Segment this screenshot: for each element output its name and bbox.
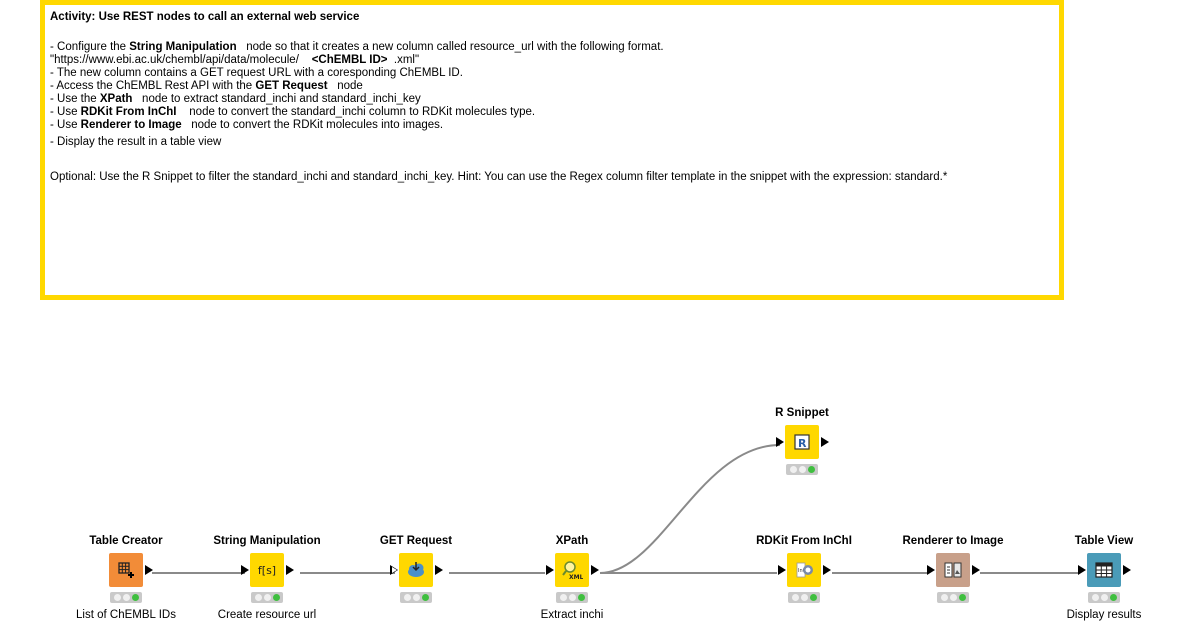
svg-text:XML: XML	[569, 574, 583, 581]
node-rdkit-from-inchi[interactable]: RDKit From InChI InChI	[744, 535, 864, 609]
node-status	[400, 592, 432, 603]
annotation-line: - Configure the String Manipulation node…	[50, 41, 664, 53]
node-title: Table View	[1074, 535, 1134, 547]
annotation-line: - Display the result in a table view	[50, 136, 222, 148]
node-renderer-to-image[interactable]: Renderer to Image	[893, 535, 1013, 609]
node-title: String Manipulation	[213, 535, 321, 547]
node-status	[788, 592, 820, 603]
node-title: Renderer to Image	[902, 535, 1004, 547]
node-table-creator[interactable]: Table Creator List of ChEMBL IDs	[66, 535, 186, 621]
output-port[interactable]	[972, 565, 980, 575]
node-title: XPath	[555, 535, 589, 547]
node-status	[937, 592, 969, 603]
table-icon[interactable]	[1087, 553, 1121, 587]
node-title: Table Creator	[89, 535, 163, 547]
node-status	[110, 592, 142, 603]
xml-search-icon[interactable]: XML	[555, 553, 589, 587]
node-title: R Snippet	[775, 407, 829, 419]
node-status	[251, 592, 283, 603]
annotation-line: Optional: Use the R Snippet to filter th…	[50, 171, 948, 183]
image-render-icon[interactable]	[936, 553, 970, 587]
input-port[interactable]	[241, 565, 249, 575]
node-label[interactable]: Display results	[1066, 609, 1142, 621]
output-port[interactable]	[1123, 565, 1131, 575]
annotation-line: "https://www.ebi.ac.uk/chembl/api/data/m…	[50, 54, 420, 66]
output-port[interactable]	[591, 565, 599, 575]
input-port[interactable]	[1078, 565, 1086, 575]
node-status	[786, 464, 818, 475]
node-label[interactable]: List of ChEMBL IDs	[76, 609, 176, 621]
node-table-view[interactable]: Table View Display results	[1044, 535, 1164, 621]
cloud-download-icon[interactable]	[399, 553, 433, 587]
node-string-manipulation[interactable]: String Manipulation f[s] Create resource…	[207, 535, 327, 621]
input-port[interactable]	[546, 565, 554, 575]
node-status	[1088, 592, 1120, 603]
node-get-request[interactable]: GET Request	[356, 535, 476, 609]
node-label[interactable]: Extract inchi	[540, 609, 604, 621]
function-icon[interactable]: f[s]	[250, 553, 284, 587]
node-title: GET Request	[379, 535, 453, 547]
node-xpath[interactable]: XPath XML Extract inchi	[512, 535, 632, 621]
output-port[interactable]	[286, 565, 294, 575]
annotation-title: Activity: Use REST nodes to call an exte…	[50, 11, 360, 23]
input-port[interactable]	[927, 565, 935, 575]
annotation-line: - Use RDKit From InChI node to convert t…	[50, 106, 536, 118]
node-status	[556, 592, 588, 603]
inchi-icon[interactable]: InChI	[787, 553, 821, 587]
annotation-line: - The new column contains a GET request …	[50, 67, 463, 79]
table-plus-icon[interactable]	[109, 553, 143, 587]
node-title: RDKit From InChI	[756, 535, 852, 547]
r-icon[interactable]: R	[785, 425, 819, 459]
node-label[interactable]: Create resource url	[217, 609, 317, 621]
output-port[interactable]	[821, 437, 829, 447]
input-port[interactable]	[776, 437, 784, 447]
svg-text:R: R	[798, 437, 807, 450]
annotation-line: - Access the ChEMBL Rest API with the GE…	[50, 80, 363, 92]
input-port[interactable]	[778, 565, 786, 575]
output-port[interactable]	[823, 565, 831, 575]
output-port[interactable]	[435, 565, 443, 575]
node-r-snippet[interactable]: R Snippet R	[742, 407, 862, 481]
output-port[interactable]	[145, 565, 153, 575]
workflow-annotation[interactable]: Activity: Use REST nodes to call an exte…	[40, 0, 1064, 300]
annotation-line: - Use Renderer to Image node to convert …	[50, 119, 444, 131]
annotation-line: - Use the XPath node to extract standard…	[50, 93, 421, 105]
